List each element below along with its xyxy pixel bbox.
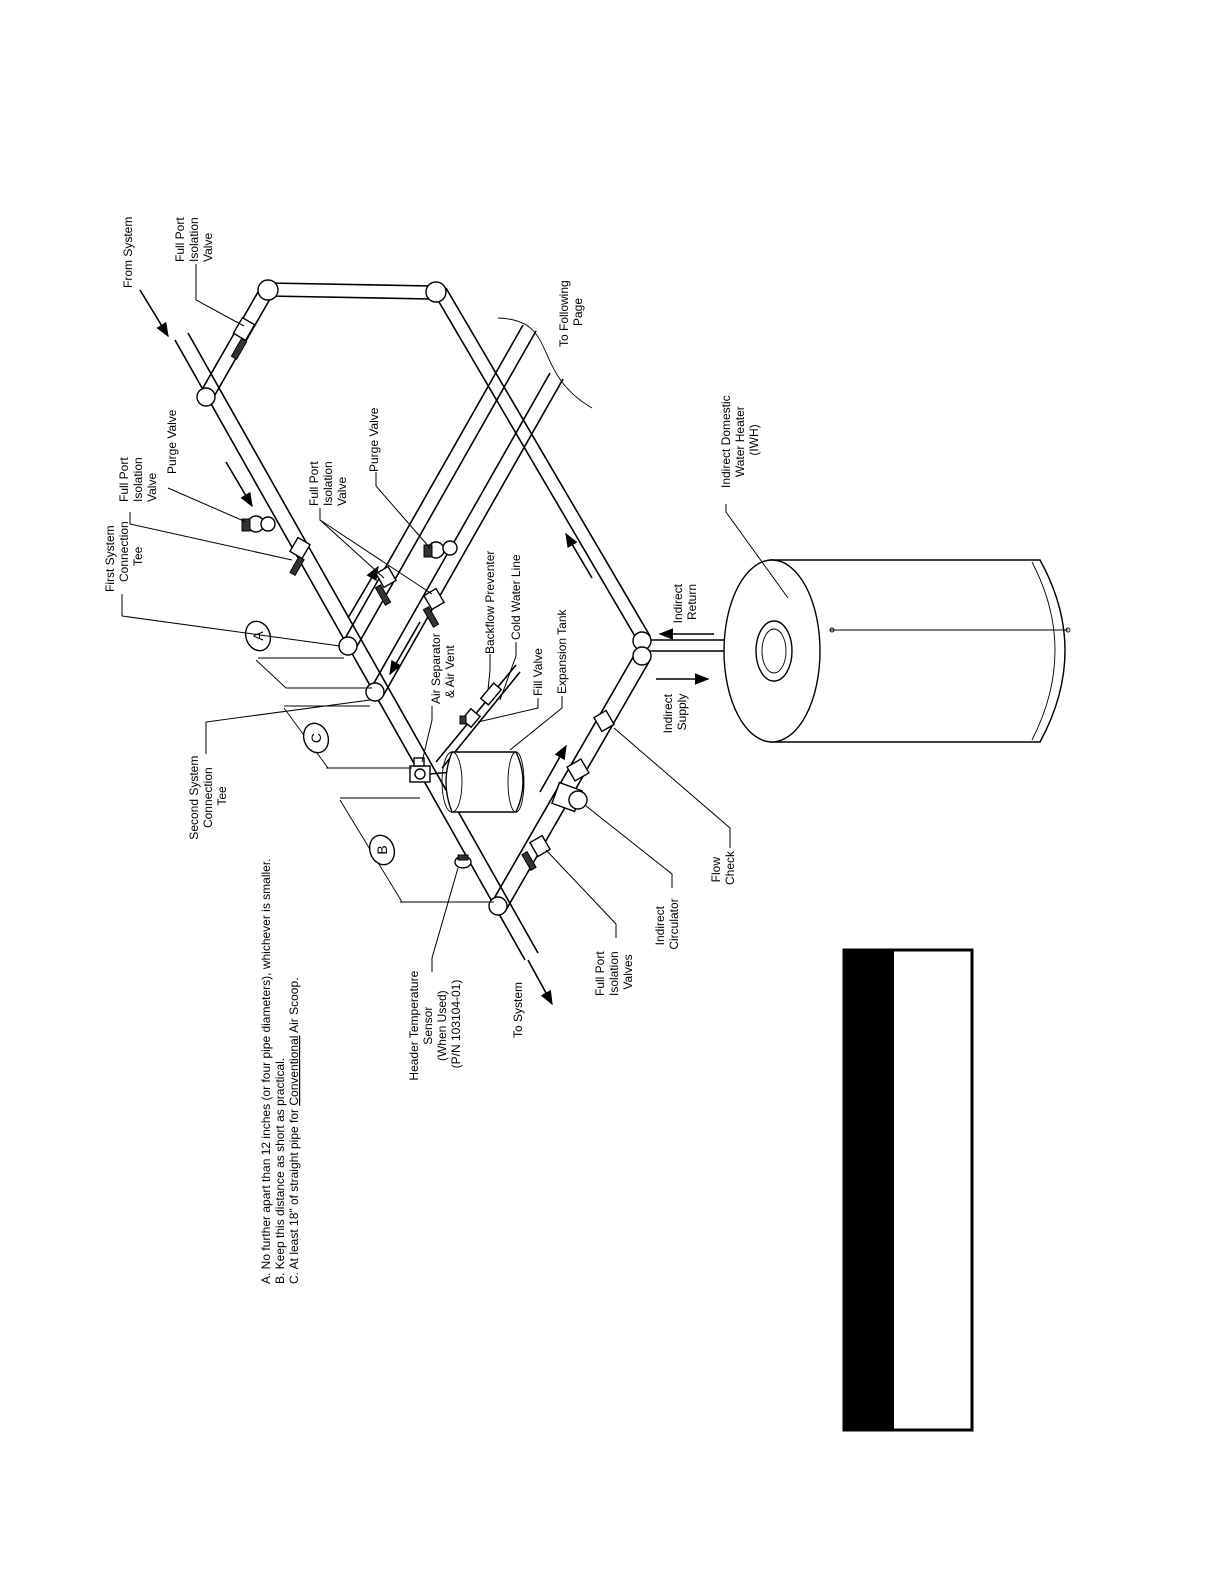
tee-bypass: [196, 387, 216, 407]
labels: From System Full Port Isolation Valve To…: [103, 214, 761, 1081]
arrow-return-up: [565, 532, 593, 579]
label-full-port-iso-left: Full Port Isolation Valve: [117, 454, 159, 502]
flow-arrows: [139, 289, 714, 1006]
callout-c: C: [302, 722, 330, 754]
label-header-temperature-sensor: Header Temperature Sensor (When Used) (P…: [407, 967, 463, 1080]
label-cold-water-line: Cold Water Line: [509, 554, 523, 640]
label-backflow-preventer: Backflow Preventer: [483, 551, 497, 654]
arrow-from-following-page: [389, 621, 421, 676]
fittings: [196, 279, 652, 916]
note-c-emphasis: Conventional: [287, 1036, 301, 1106]
note-a: A. No further apart than 12 inches (or f…: [259, 858, 273, 1284]
arrow-to-system: [527, 959, 553, 1006]
indirect-return-pipe: [431, 287, 651, 639]
fill-valve-icon: [459, 707, 482, 729]
tee-lower-header: [488, 896, 508, 916]
valves: [230, 316, 616, 871]
callout-b-letter: B: [374, 845, 390, 854]
label-air-separator: Air Separator & Air Vent: [429, 630, 457, 704]
pipe-network: [174, 282, 770, 961]
label-expansion-tank: Expansion Tank: [555, 608, 569, 694]
label-first-system-tee: First System Connection Tee: [103, 518, 145, 592]
indirect-water-heater-icon: [723, 559, 1071, 743]
callout-a-letter: A: [250, 631, 266, 641]
label-to-following-page: To Following Page: [557, 277, 585, 347]
notes: A. No further apart than 12 inches (or f…: [259, 858, 301, 1284]
purge-valve-mid-icon: [423, 540, 458, 559]
label-purge-valve-mid: Purge Valve: [367, 407, 381, 472]
label-indirect-water-heater: Indirect Domestic Water Heater (IWH): [719, 392, 761, 488]
label-indirect-circulator: Indirect Circulator: [653, 898, 681, 949]
isolation-valve-mid-lower-icon: [422, 587, 446, 628]
callout-c-letter: C: [308, 733, 324, 743]
label-second-system-tee: Second System Connection Tee: [187, 752, 229, 839]
bypass-pipe-upper: [199, 282, 433, 401]
air-separator-icon: [409, 757, 431, 783]
arrow-header-down: [225, 461, 253, 508]
isolation-valve-lower-icon: [521, 834, 552, 871]
purge-valve-left-icon: [241, 515, 276, 533]
backflow-preventer-icon: [479, 682, 503, 706]
label-purge-valve-left: Purge Valve: [165, 409, 179, 474]
arrow-supply-up: [539, 744, 567, 793]
leader-lines: [121, 264, 789, 972]
note-b: B. Keep this distance as short as practi…: [273, 1058, 287, 1284]
expansion-tank-icon: [441, 751, 525, 813]
flow-check-icon: [592, 709, 616, 733]
callout-a: A: [244, 620, 272, 652]
label-to-system: To System: [511, 982, 525, 1038]
isolation-valve-top-icon: [230, 316, 256, 360]
pipe-break-line: [497, 317, 593, 409]
system-pipe-to-following-page-2: [369, 372, 564, 697]
indirect-circulator-icon: [551, 758, 590, 813]
isolation-valve-mid-upper-icon: [374, 565, 398, 606]
first-system-connection-tee: [338, 636, 358, 656]
elbow-top-left: [257, 279, 279, 301]
note-c: C. At least 18" of straight pipe for Con…: [287, 978, 301, 1284]
label-flow-check: Flow Check: [709, 850, 737, 885]
label-full-port-iso-valves: Full Port Isolation Valves: [593, 948, 635, 996]
label-indirect-return: Indirect Return: [671, 581, 699, 624]
label-fill-valve: Fill Valve: [531, 648, 545, 696]
figure-label-box: [842, 948, 974, 1432]
elbow-iwh-supply: [632, 646, 652, 666]
label-indirect-supply: Indirect Supply: [661, 691, 689, 734]
header-temperature-sensor-icon: [454, 854, 472, 869]
arrow-from-system: [139, 289, 169, 338]
label-full-port-iso-top: Full Port Isolation Valve: [173, 214, 215, 262]
elbow-top-right: [425, 281, 447, 303]
callout-b: B: [368, 834, 396, 866]
label-from-system: From System: [121, 217, 135, 288]
isolation-valve-left-icon: [288, 536, 312, 576]
arrow-to-following-page: [347, 565, 379, 619]
second-system-connection-tee: [365, 682, 385, 702]
label-full-port-iso-mid: Full Port Isolation Valve: [307, 458, 349, 506]
